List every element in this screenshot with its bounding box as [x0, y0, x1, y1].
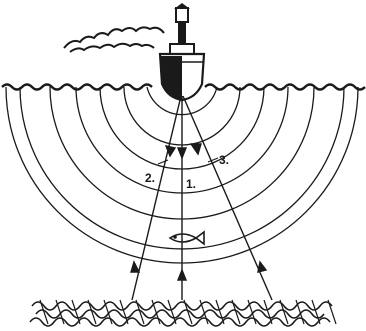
seabed-band-2: [36, 310, 324, 318]
ship: [160, 3, 204, 100]
fish-eye: [174, 236, 176, 238]
beam-left-label: 2.: [145, 171, 155, 185]
arrow-up-left: [131, 262, 139, 272]
ship-mast: [178, 22, 186, 44]
beam-center-label: 1.: [186, 177, 196, 191]
arrow-down-right: [191, 144, 201, 154]
seabed: [30, 300, 336, 326]
arrow-up-right: [258, 262, 266, 272]
seabed-band-1: [32, 302, 332, 310]
beam-right-label: 3.: [219, 153, 229, 167]
seabed-band-3: [30, 318, 330, 326]
fish-tail: [196, 232, 204, 244]
ship-bridge: [170, 44, 194, 54]
smoke: [64, 27, 164, 52]
beam-left-leader: [158, 160, 168, 164]
arrow-up-center: [178, 270, 186, 280]
ship-lamp-cap: [174, 3, 190, 9]
fish: [170, 232, 204, 244]
sonar-beams: [131, 96, 272, 300]
seabed-hatching: [40, 300, 336, 324]
ship-lamp: [176, 8, 188, 22]
arrow-down-center: [178, 148, 186, 158]
